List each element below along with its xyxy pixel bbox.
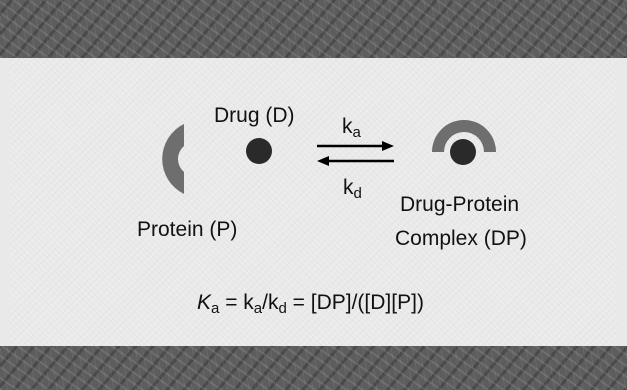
bottom-texture-band bbox=[0, 346, 627, 390]
complex-label-line1: Drug-Protein bbox=[400, 193, 520, 216]
protein-icon bbox=[162, 124, 184, 194]
association-constant-equation: Ka = ka/kd = [DP]/([D][P]) bbox=[197, 291, 424, 317]
arrow-right-icon bbox=[317, 141, 394, 151]
content-panel bbox=[10, 58, 617, 346]
ka-rate-label: ka bbox=[342, 115, 361, 141]
drug-icon bbox=[246, 138, 272, 164]
kd-rate-label: kd bbox=[343, 176, 362, 202]
drug-label: Drug (D) bbox=[214, 104, 295, 127]
complex-label-line2: Complex (DP) bbox=[395, 227, 527, 250]
drug-protein-complex-icon bbox=[432, 120, 496, 165]
protein-label: Protein (P) bbox=[137, 218, 238, 241]
arrow-left-icon bbox=[317, 156, 394, 166]
top-texture-band bbox=[0, 0, 627, 58]
